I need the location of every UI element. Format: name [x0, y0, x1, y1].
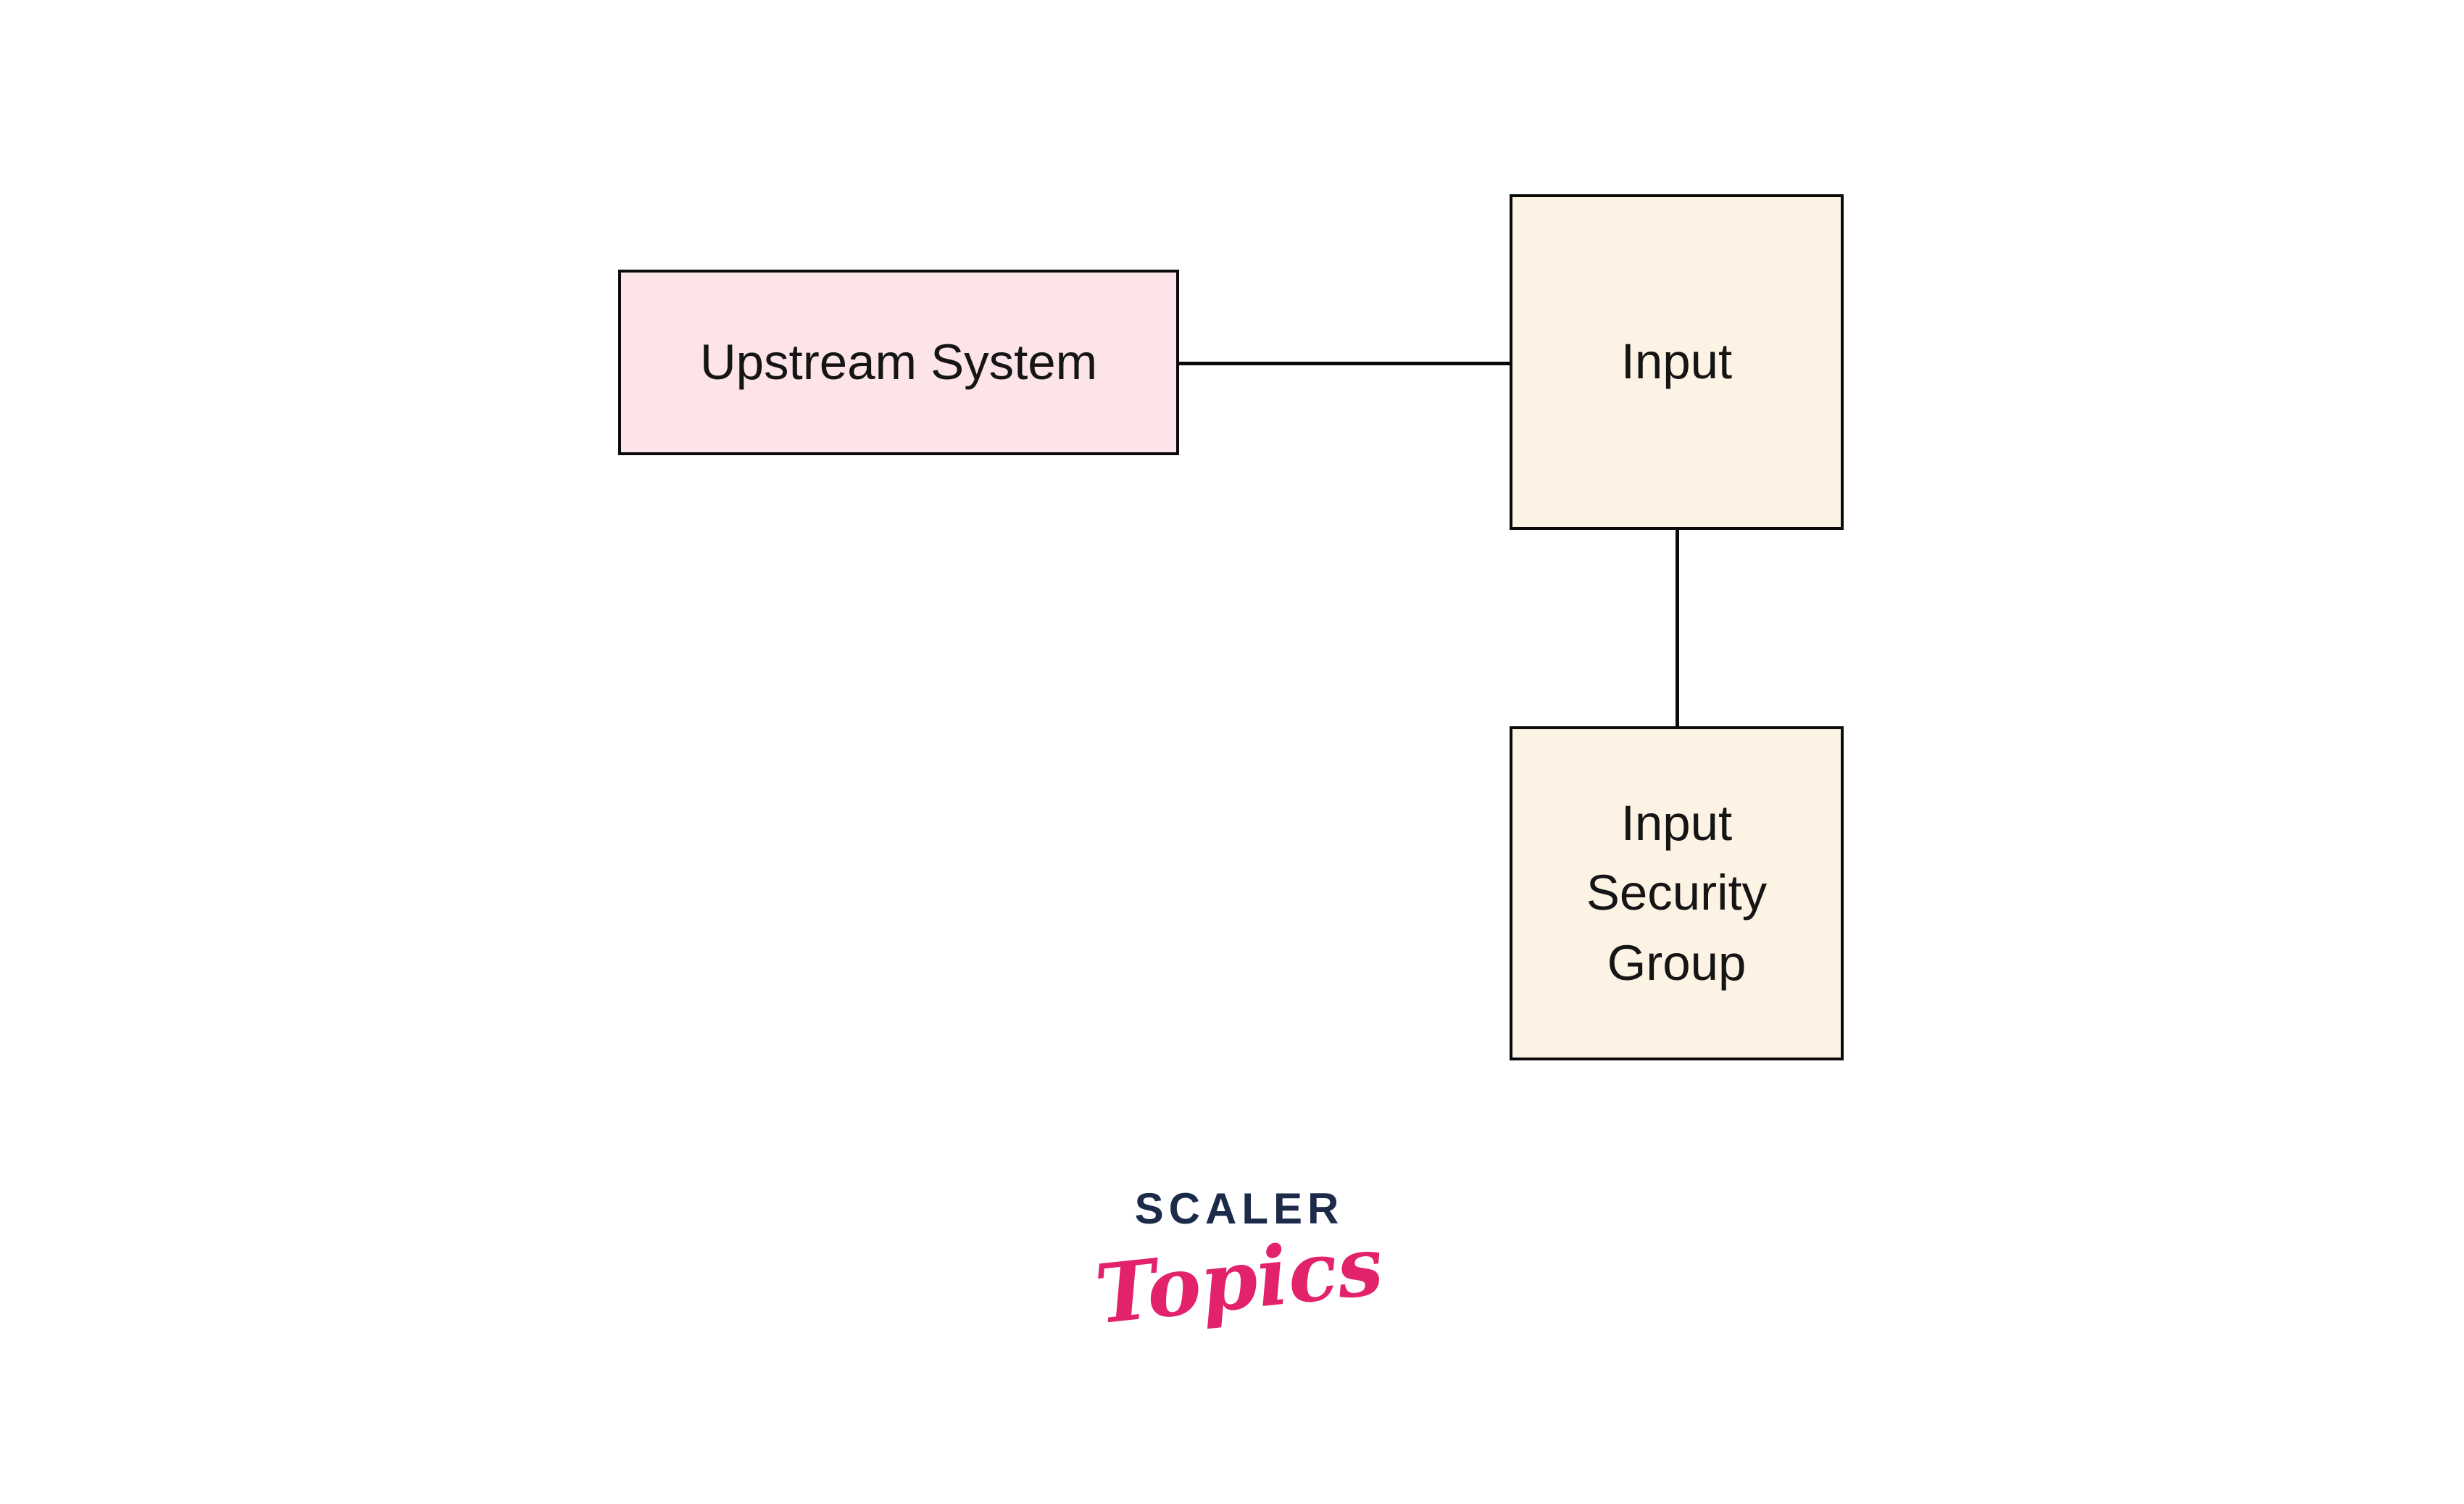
- node-input-security-group: Input Security Group: [1510, 726, 1844, 1060]
- node-upstream-system: Upstream System: [618, 270, 1179, 455]
- connector-input-to-input-security-group: [1676, 530, 1679, 726]
- logo-brand-text: SCALER: [1134, 1184, 1344, 1233]
- node-input: Input: [1510, 194, 1844, 530]
- scaler-topics-logo: SCALER Topics: [1080, 1184, 1399, 1343]
- node-input-security-group-label: Input Security Group: [1586, 794, 1768, 991]
- connector-upstream-to-input: [1179, 362, 1510, 365]
- node-upstream-system-label: Upstream System: [699, 333, 1098, 390]
- logo-sub-text: Topics: [1091, 1218, 1388, 1343]
- node-input-label: Input: [1620, 333, 1733, 390]
